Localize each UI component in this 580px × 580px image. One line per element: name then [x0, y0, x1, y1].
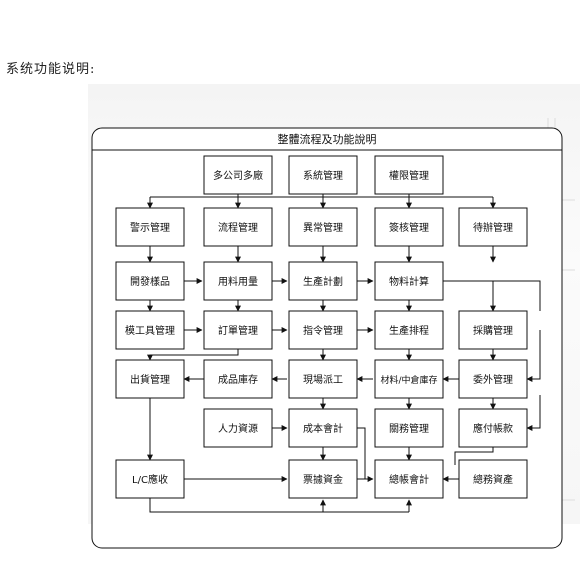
node-outsource-mgmt: 委外管理 [458, 359, 528, 399]
svg-text:指令管理: 指令管理 [303, 324, 343, 337]
svg-text:待辦管理: 待辦管理 [473, 221, 513, 234]
svg-text:現場派工: 現場派工 [303, 373, 343, 386]
node-process-mgmt: 流程管理 [203, 207, 273, 247]
svg-text:人力資源: 人力資源 [218, 422, 258, 435]
svg-text:系統管理: 系統管理 [303, 169, 343, 182]
node-finished-inventory: 成品庫存 [203, 359, 273, 399]
svg-text:關務管理: 關務管理 [389, 422, 429, 435]
node-signoff-mgmt: 簽核管理 [374, 207, 444, 247]
svg-text:委外管理: 委外管理 [473, 373, 513, 386]
node-todo-mgmt: 待辦管理 [458, 207, 528, 247]
svg-text:訂單管理: 訂單管理 [218, 324, 258, 337]
svg-text:用料用量: 用料用量 [218, 275, 258, 288]
node-alert-mgmt: 警示管理 [115, 207, 185, 247]
svg-text:流程管理: 流程管理 [218, 221, 258, 234]
svg-text:異常管理: 異常管理 [303, 221, 343, 234]
svg-text:模工具管理: 模工具管理 [125, 324, 175, 337]
node-system-mgmt: 系統管理 [288, 155, 358, 195]
node-permission-mgmt: 權限管理 [374, 155, 444, 195]
svg-text:物料計算: 物料計算 [389, 275, 429, 288]
svg-text:成本會計: 成本會計 [303, 422, 343, 435]
node-material-inventory: 材料/中倉庫存 [374, 359, 444, 399]
svg-text:總務資產: 總務資產 [473, 473, 513, 486]
svg-text:成品庫存: 成品庫存 [218, 373, 258, 386]
node-customs-mgmt: 關務管理 [374, 408, 444, 448]
svg-text:警示管理: 警示管理 [130, 221, 170, 234]
svg-text:總帳會計: 總帳會計 [389, 473, 429, 486]
svg-text:採購管理: 採購管理 [473, 324, 513, 337]
node-multi-company: 多公司多廠 [203, 155, 273, 195]
svg-text:材料/中倉庫存: 材料/中倉庫存 [380, 374, 437, 386]
diagram-title: 整體流程及功能說明 [278, 132, 377, 146]
node-mold-mgmt: 模工具管理 [115, 310, 185, 350]
svg-text:開發樣品: 開發樣品 [130, 275, 170, 288]
node-accounts-payable: 應付帳款 [458, 408, 528, 448]
node-general-ledger: 總帳會計 [374, 459, 444, 499]
node-shipping-mgmt: 出貨管理 [115, 359, 185, 399]
node-cost-accounting: 成本會計 [288, 408, 358, 448]
node-hr: 人力資源 [203, 408, 273, 448]
node-material-calc: 物料計算 [374, 261, 444, 301]
svg-text:出貨管理: 出貨管理 [130, 373, 170, 386]
node-exception-mgmt: 異常管理 [288, 207, 358, 247]
node-general-assets: 總務資產 [458, 459, 528, 499]
section-caption: 系统功能说明: [6, 62, 96, 77]
node-order-mgmt: 訂單管理 [203, 310, 273, 350]
svg-text:多公司多廠: 多公司多廠 [213, 169, 263, 182]
svg-text:L/C應收: L/C應收 [132, 473, 168, 486]
node-site-dispatch: 現場派工 [288, 359, 358, 399]
node-material-usage: 用料用量 [203, 261, 273, 301]
node-purchase-mgmt: 採購管理 [458, 310, 528, 350]
svg-text:應付帳款: 應付帳款 [473, 422, 513, 435]
node-lc-receivable: L/C應收 [115, 459, 185, 499]
svg-text:票據資金: 票據資金 [303, 473, 343, 486]
node-command-mgmt: 指令管理 [288, 310, 358, 350]
svg-text:生產排程: 生產排程 [389, 324, 429, 337]
svg-text:權限管理: 權限管理 [389, 169, 429, 182]
node-sample-dev: 開發樣品 [115, 261, 185, 301]
node-notes-funds: 票據資金 [288, 459, 358, 499]
svg-text:生產計劃: 生產計劃 [303, 275, 343, 288]
svg-text:簽核管理: 簽核管理 [389, 221, 429, 234]
node-production-sched: 生產排程 [374, 310, 444, 350]
node-production-plan: 生產計劃 [288, 261, 358, 301]
